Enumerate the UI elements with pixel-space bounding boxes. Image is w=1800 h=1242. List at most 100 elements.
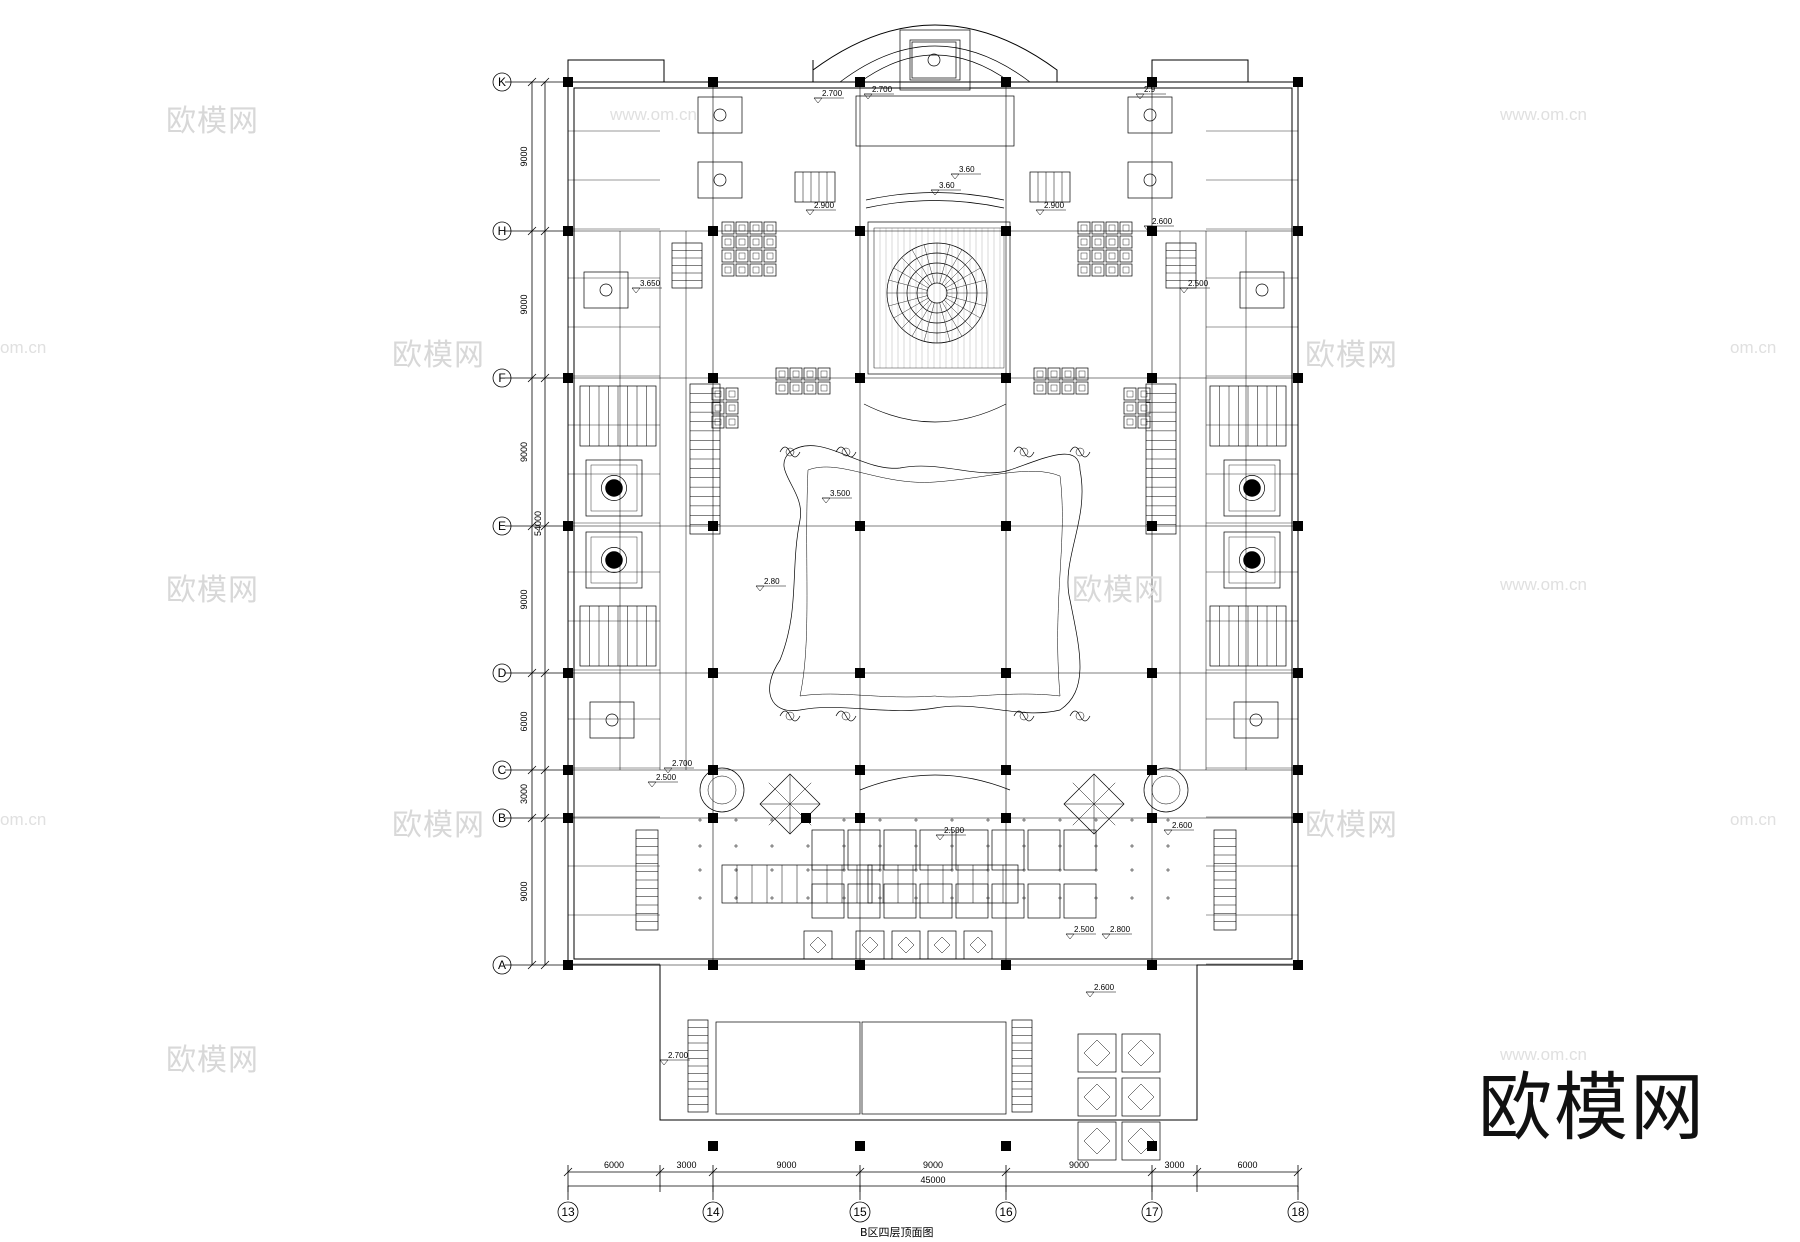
ceiling-panel xyxy=(1119,235,1133,249)
ceiling-panel-inner xyxy=(1094,252,1102,260)
medallion-inner xyxy=(590,536,638,584)
elevation-marker xyxy=(659,1059,669,1066)
ceiling-bay xyxy=(919,829,953,871)
rotunda-rib xyxy=(893,267,929,289)
axis-label-18: 18 xyxy=(1291,1205,1305,1219)
ceiling-bay xyxy=(955,883,989,919)
col-dimension: 9000 xyxy=(1069,1160,1089,1170)
ceiling-panel xyxy=(789,381,803,395)
ceiling-panel-inner xyxy=(1140,418,1148,426)
scroll-ornament-dot xyxy=(785,711,795,721)
ceiling-panel xyxy=(1119,263,1133,277)
rotunda-rib xyxy=(939,302,951,342)
ceiling-bay xyxy=(883,883,917,919)
ceiling-panel xyxy=(1047,381,1061,395)
arch-line xyxy=(865,200,1005,209)
dimension-tick xyxy=(540,373,550,383)
axis-bubble xyxy=(492,663,512,683)
ceiling-panel xyxy=(1047,367,1061,381)
coffer-diamond xyxy=(897,936,915,954)
light-fixture xyxy=(713,108,727,122)
col-dimension: 6000 xyxy=(1237,1160,1257,1170)
elevation-marker xyxy=(821,497,831,504)
ceiling-panel-inner xyxy=(728,404,736,412)
scroll-ornament xyxy=(779,446,801,458)
ceiling-panel-inner xyxy=(724,252,732,260)
ceiling-panel xyxy=(711,401,725,415)
ceiling-panel-inner xyxy=(752,224,760,232)
rotunda-rib xyxy=(923,244,935,284)
row-total-dimension: 54000 xyxy=(533,511,543,536)
elevation-label: 2.500 xyxy=(1188,279,1209,288)
watermark-url: om.cn xyxy=(1730,338,1777,357)
coffer xyxy=(1121,1077,1161,1117)
dimension-tick xyxy=(527,373,537,383)
axis-label-K: K xyxy=(498,75,506,89)
elevation-label: 2.600 xyxy=(1094,983,1115,992)
elevation-label: 2.700 xyxy=(672,759,693,768)
structural-column xyxy=(708,373,718,383)
elevation-label: 2.600 xyxy=(1152,217,1173,226)
coffer xyxy=(1121,1033,1161,1073)
scroll-ornament xyxy=(835,446,857,458)
light-panel xyxy=(1127,96,1173,134)
ornamental-ceiling xyxy=(769,445,1083,714)
ceiling-panel xyxy=(1077,249,1091,263)
vent-frame xyxy=(794,171,836,203)
elevation-label: 2.800 xyxy=(1110,925,1131,934)
light-fixture xyxy=(599,283,613,297)
ceiling-panel-inner xyxy=(728,390,736,398)
ceiling-panel xyxy=(1137,387,1151,401)
ceiling-panel xyxy=(749,249,763,263)
round-fixture-inner xyxy=(707,775,737,805)
ceiling-panel xyxy=(1061,367,1075,381)
axis-bubble xyxy=(702,1201,724,1223)
ceiling-panel xyxy=(721,235,735,249)
drawing-caption: B区四层顶面图 xyxy=(860,1226,934,1239)
ceiling-panel-inner xyxy=(1140,404,1148,412)
elevation-label: 2.700 xyxy=(668,1051,689,1060)
ceiling-panel-inner xyxy=(792,384,800,392)
round-fixture-inner xyxy=(1151,775,1181,805)
ceiling-panel-inner xyxy=(1080,252,1088,260)
coffer-diamond xyxy=(1083,1083,1111,1111)
ceiling-panel-inner xyxy=(738,238,746,246)
elevation-label: 2.700 xyxy=(822,89,843,98)
structural-column xyxy=(708,813,718,823)
axis-label-H: H xyxy=(498,224,507,238)
coffer xyxy=(1121,1121,1161,1161)
dimension-tick xyxy=(527,77,537,87)
medallion-ring xyxy=(601,547,627,573)
light-panel xyxy=(583,271,629,309)
arch-line xyxy=(859,774,1011,791)
medallion-frame xyxy=(1223,531,1281,589)
ceiling-panel xyxy=(1105,235,1119,249)
light-panel xyxy=(911,41,957,79)
axis-bubble xyxy=(492,516,512,536)
ceiling-panel xyxy=(763,263,777,277)
ceiling-panel-inner xyxy=(738,252,746,260)
row-dimension: 9000 xyxy=(519,881,529,901)
ceiling-panel xyxy=(1105,249,1119,263)
coffer xyxy=(1077,1033,1117,1073)
scroll-ornament-dot xyxy=(1075,447,1085,457)
structural-column xyxy=(855,813,865,823)
light-fixture xyxy=(1143,173,1157,187)
structural-column xyxy=(855,960,865,970)
round-fixture xyxy=(1143,767,1189,813)
ceiling-panel-inner xyxy=(1126,390,1134,398)
structural-column xyxy=(708,668,718,678)
ceiling-panel xyxy=(721,221,735,235)
ceiling-panel xyxy=(1119,221,1133,235)
umbrella-ceiling-rib xyxy=(789,782,812,805)
ceiling-panel-inner xyxy=(738,224,746,232)
ceiling-panel xyxy=(749,221,763,235)
coffer xyxy=(927,930,957,960)
ceiling-panel-inner xyxy=(806,370,814,378)
ceiling-panel xyxy=(725,415,739,429)
dimension-tick xyxy=(527,765,537,775)
elevation-label: 2.500 xyxy=(1074,925,1095,934)
ceiling-panel xyxy=(763,235,777,249)
light-fixture xyxy=(1255,283,1269,297)
ceiling-panel-inner xyxy=(752,238,760,246)
